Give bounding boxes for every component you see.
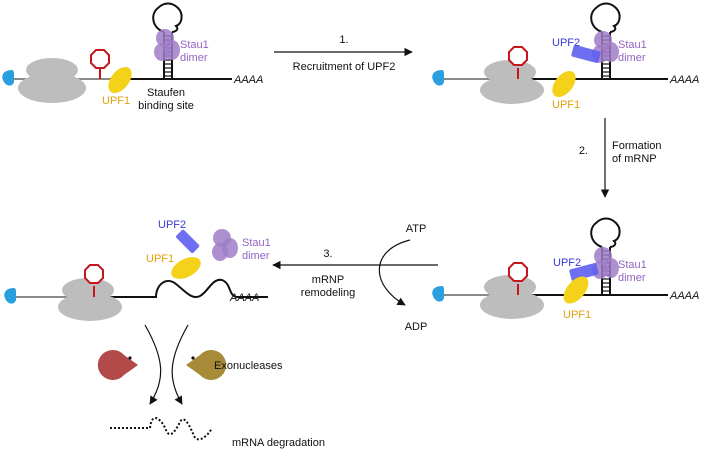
exonuclease-icon [186, 350, 227, 381]
ribosome-icon [18, 58, 86, 103]
exonucleases-label: Exonucleases [214, 360, 283, 372]
cap-icon [432, 286, 444, 302]
staufen-binding-site-label-line2: binding site [138, 100, 194, 112]
stau1-label-line2: dimer [618, 52, 646, 64]
upf1-label: UPF1 [563, 309, 591, 321]
degradation-section: Exonucleases mRNA degradation [97, 324, 325, 449]
step-2-label-line1: Formation [612, 140, 662, 152]
stau1-label-line2: dimer [180, 52, 208, 64]
exonuclease-arrow-right [171, 324, 189, 405]
upf1-protein [108, 66, 132, 94]
stau1-dimer-shape [154, 29, 180, 61]
upf1-protein [552, 70, 576, 98]
panel-remodeled-mrnp: STOP UPF1 UPF2 Stau1 dimer AAAA [4, 219, 271, 321]
step-3-remodeling: ATP ADP 3. mRNP remodeling [272, 223, 438, 333]
stau1-dimer-shape [212, 229, 238, 261]
upf2-protein [571, 45, 601, 63]
stau1-label-line2: dimer [618, 272, 646, 284]
svg-text:STOP: STOP [512, 54, 524, 59]
stau1-label-line1: Stau1 [618, 259, 647, 271]
upf1-protein [563, 276, 589, 304]
cap-icon [4, 288, 16, 304]
upf2-label: UPF2 [158, 219, 186, 231]
polya-tail-label: AAAA [229, 292, 259, 304]
panel-initial-state: STOP UPF1 Stau1 dimer Staufen binding si… [2, 2, 263, 112]
mrna-3prime-loops [110, 278, 268, 298]
cap-icon [2, 70, 14, 86]
cap-icon [432, 70, 444, 86]
stop-sign-icon: STOP [84, 264, 104, 284]
upf1-label: UPF1 [102, 95, 130, 107]
step-3-label-line2: remodeling [301, 287, 355, 299]
upf2-protein [176, 229, 200, 253]
atp-adp-curved-arrow [378, 239, 411, 306]
ribosome-icon [480, 60, 544, 104]
svg-text:STOP: STOP [512, 270, 524, 275]
staufen-binding-site-label-line1: Staufen [147, 87, 185, 99]
exonuclease-icon [97, 350, 138, 381]
step-3-label-line1: mRNP [312, 274, 344, 286]
step-1-number: 1. [339, 34, 348, 46]
step-3-number: 3. [323, 248, 332, 260]
atp-label: ATP [406, 223, 427, 235]
svg-text:STOP: STOP [94, 57, 106, 62]
step-1-label: Recruitment of UPF2 [293, 61, 396, 73]
exonuclease-arrow-left [144, 324, 162, 405]
stop-sign-icon: STOP [508, 262, 528, 282]
upf2-label: UPF2 [553, 257, 581, 269]
step-2-number: 2. [579, 145, 588, 157]
panel-mrnp-formed: STOP UPF1 UPF2 Stau1 dimer AAAA [432, 217, 699, 321]
stop-sign-icon: STOP [508, 46, 528, 66]
polya-tail-label: AAAA [669, 290, 699, 302]
polya-tail-label: AAAA [669, 74, 699, 86]
stau1-dimer-shape [592, 31, 619, 63]
upf2-label: UPF2 [552, 37, 580, 49]
mrna-degradation-label: mRNA degradation [232, 437, 325, 449]
ribosome-icon [58, 278, 122, 321]
svg-text:STOP: STOP [88, 272, 100, 277]
step-2-label-line2: of mRNP [612, 153, 657, 165]
stau1-label-line1: Stau1 [618, 39, 647, 51]
upf1-label: UPF1 [552, 99, 580, 111]
panel-upf2-recruited: STOP UPF1 UPF2 Stau1 dimer AAAA [432, 2, 699, 111]
upf1-label: UPF1 [146, 253, 174, 265]
polya-tail-label: AAAA [233, 74, 263, 86]
ribosome-icon [480, 275, 544, 319]
upf1-protein [171, 257, 201, 279]
step-2-formation: 2. Formation of mRNP [579, 118, 662, 198]
degraded-mrna [110, 417, 213, 441]
step-1-recruitment: 1. Recruitment of UPF2 [274, 34, 413, 73]
adp-label: ADP [405, 321, 428, 333]
upf2-protein [569, 263, 599, 281]
stau1-label-line1: Stau1 [180, 39, 209, 51]
stau1-label-line1: Stau1 [242, 237, 271, 249]
stop-sign-icon: STOP [90, 49, 110, 69]
stau1-label-line2: dimer [242, 250, 270, 262]
